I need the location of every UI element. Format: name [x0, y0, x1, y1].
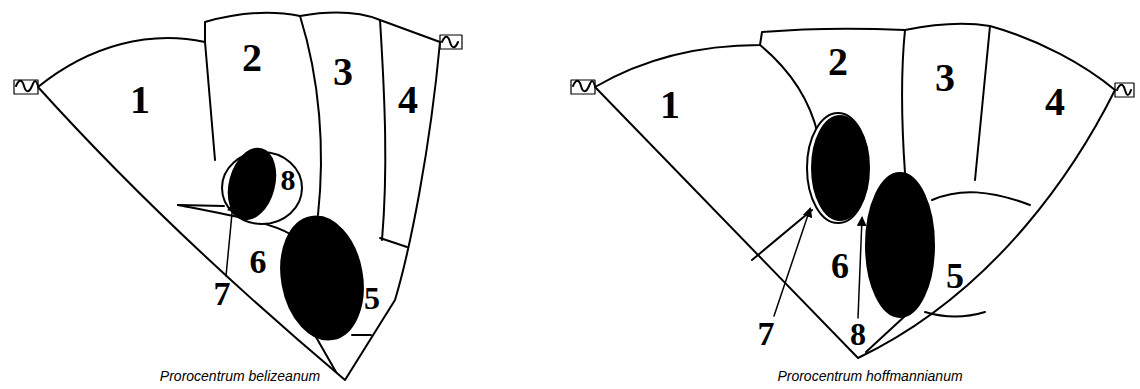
species-caption: Prorocentrum hoffmannianum — [777, 369, 962, 383]
plate-number: 6 — [831, 248, 849, 284]
plate-number: 5 — [946, 258, 964, 294]
plate-number: 4 — [398, 80, 418, 120]
plate-number: 1 — [130, 80, 150, 120]
plate-number: 4 — [1045, 82, 1065, 122]
plate-number: 3 — [935, 58, 955, 98]
plate-number: 2 — [242, 38, 262, 78]
plate-number: 8 — [850, 318, 866, 350]
plate-number: 8 — [281, 165, 296, 195]
plate-number: 2 — [828, 42, 848, 82]
plate-number: 6 — [250, 245, 267, 279]
plate-number: 3 — [333, 52, 353, 92]
plate-number: 7 — [214, 277, 231, 311]
plate-number: 1 — [660, 85, 680, 125]
plate-number: 5 — [364, 282, 380, 314]
species-caption: Prorocentrum belizeanum — [160, 369, 320, 383]
plate-number: 7 — [758, 317, 775, 351]
